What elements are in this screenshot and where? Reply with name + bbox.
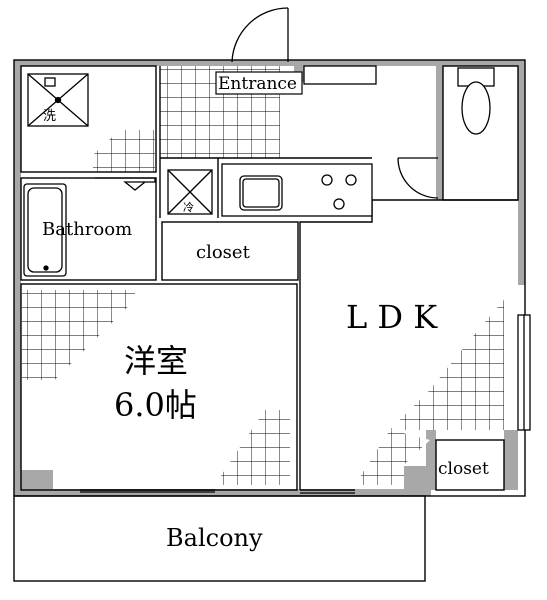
label-closet-corner: closet [438,459,489,479]
bathtub-icon [23,183,67,277]
shoe-cabinet [303,65,377,85]
kitchen-counter [221,163,373,217]
washer-pan [27,73,89,127]
walls [14,60,525,496]
western-room-tiles-bottom [215,410,290,485]
stove-burner-icon [333,198,345,210]
label-western-room-size: 6.0帖 [114,386,197,424]
ldk-tiles-right [390,290,504,430]
doors [95,7,439,199]
label-balcony: Balcony [166,524,263,552]
washer-mark: 洗 [43,109,56,124]
windows [80,314,531,494]
bath-tiles [93,130,155,172]
bathroom-door [95,177,156,191]
toilet-icon [457,67,495,135]
ldk-tiles-bottom [355,430,430,485]
label-bathroom: Bathroom [42,219,132,240]
western-room-tiles-top [22,290,135,380]
entrance-door-swing [231,7,289,63]
label-entrance: Entrance [218,74,297,94]
label-western-room: 洋室 [124,342,188,380]
fridge-icon [167,169,213,215]
stove-burner-icon [345,174,357,186]
tile-floors [22,66,504,485]
toilet-door-swing [397,157,439,199]
stove-burner-icon [321,174,333,186]
label-closet-center: closet [196,242,251,263]
fridge-mark: 冷 [183,201,194,214]
interior-lines [13,59,526,582]
label-ldk: L D K [346,298,438,336]
